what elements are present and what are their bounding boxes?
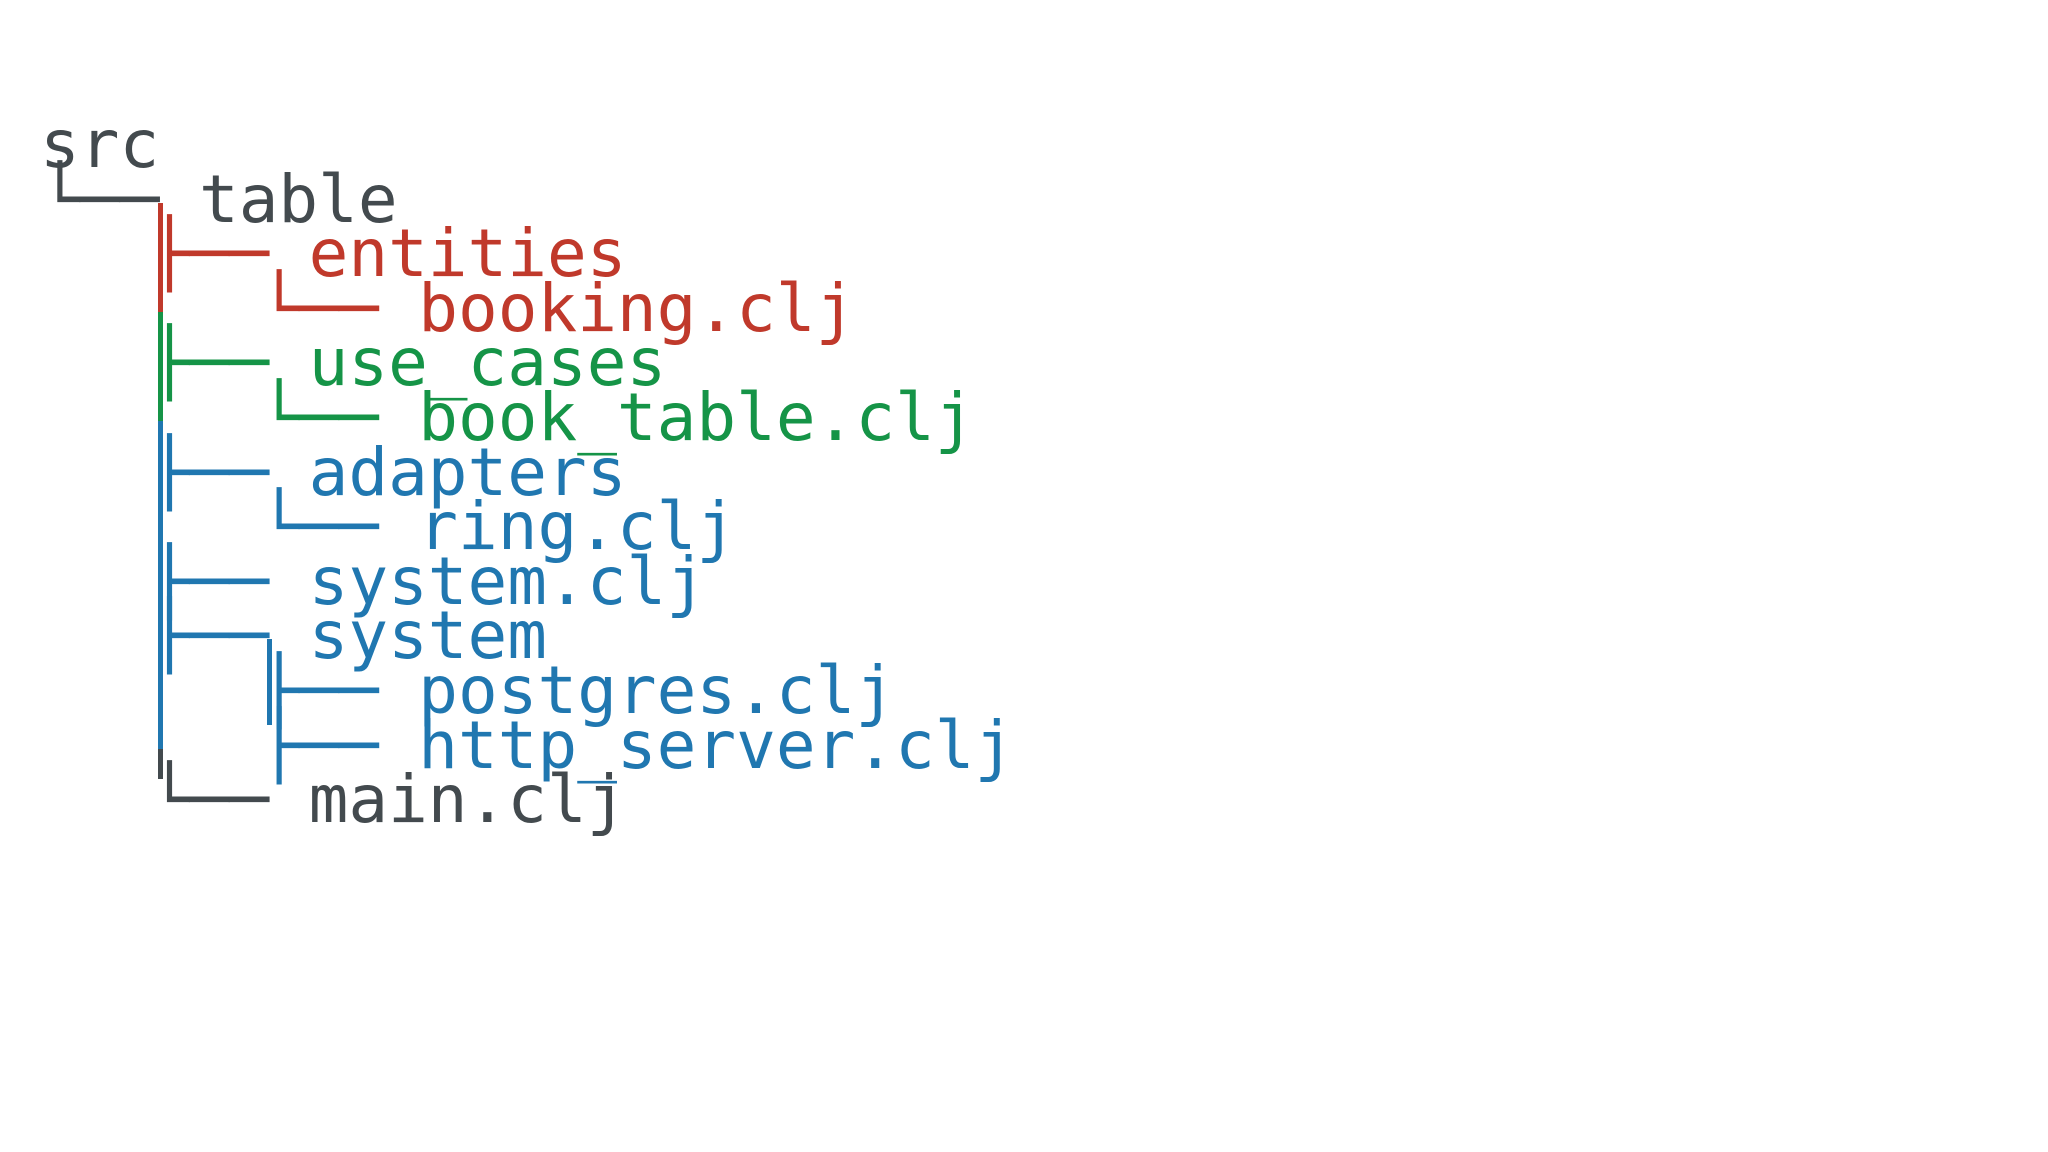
tree-label-system-clj[interactable]: system.clj: [308, 542, 706, 620]
tree-trunk-segment: [267, 639, 273, 725]
tree-label-entities[interactable]: entities: [308, 215, 627, 293]
tree-row-postgres-clj[interactable]: ├── postgres.clj: [259, 658, 895, 724]
tree-label-ring-clj[interactable]: ring.clj: [418, 488, 737, 566]
tree-label-table[interactable]: table: [198, 160, 398, 238]
tree-row-table[interactable]: └── table: [40, 166, 398, 233]
tree-trunk-segment: [157, 421, 163, 780]
tree-connector-book-table-clj: └──: [259, 379, 419, 456]
tree-connector-entities: ├──: [149, 215, 309, 293]
tree-row-entities[interactable]: ├── entities: [150, 221, 627, 287]
tree-trunk-segment: [157, 202, 163, 343]
tree-row-system-dir[interactable]: ├── system: [150, 603, 547, 669]
tree-label-use-cases[interactable]: use_cases: [308, 324, 667, 402]
tree-connector-main-clj: └──: [149, 761, 309, 839]
tree-label-adapters[interactable]: adapters: [308, 433, 627, 511]
tree-trunk-segment: [157, 311, 163, 452]
tree-connector-use-cases: ├──: [149, 324, 309, 402]
tree-row-src[interactable]: src: [40, 112, 159, 178]
tree-connector-adapters: ├──: [149, 433, 309, 511]
tree-connector-system-clj: ├──: [149, 542, 309, 620]
tree-connector-http-server-clj: ├──: [259, 706, 419, 784]
tree-row-book-table-clj[interactable]: └── book_table.clj: [259, 385, 974, 451]
tree-row-adapters[interactable]: ├── adapters: [150, 439, 627, 506]
tree-connector-postgres-clj: ├──: [259, 652, 419, 729]
tree-label-book-table-clj[interactable]: book_table.clj: [418, 379, 975, 456]
tree-connector-booking-clj: └──: [259, 269, 419, 347]
tree-row-use-cases[interactable]: ├── use_cases: [150, 330, 667, 396]
tree-label-booking-clj[interactable]: booking.clj: [418, 269, 856, 347]
tree-row-ring-clj[interactable]: └── ring.clj: [259, 494, 736, 560]
tree-connector-system-dir: ├──: [149, 597, 309, 675]
tree-connector-table: └──: [40, 160, 199, 238]
tree-label-postgres-clj[interactable]: postgres.clj: [418, 652, 896, 729]
tree-label-src[interactable]: src: [40, 106, 160, 183]
tree-row-main-clj[interactable]: └── main.clj: [150, 767, 627, 833]
tree-row-system-clj[interactable]: ├── system.clj: [150, 548, 706, 615]
tree-connector-ring-clj: └──: [259, 488, 419, 566]
tree-row-http-server-clj[interactable]: ├── http_server.clj: [259, 712, 1014, 779]
tree-trunk-segment: [157, 748, 163, 780]
tree-row-booking-clj[interactable]: └── booking.clj: [259, 275, 855, 342]
tree-label-http-server-clj[interactable]: http_server.clj: [418, 706, 1015, 784]
tree-label-system-dir[interactable]: system: [308, 597, 548, 675]
tree-label-main-clj[interactable]: main.clj: [308, 761, 627, 839]
